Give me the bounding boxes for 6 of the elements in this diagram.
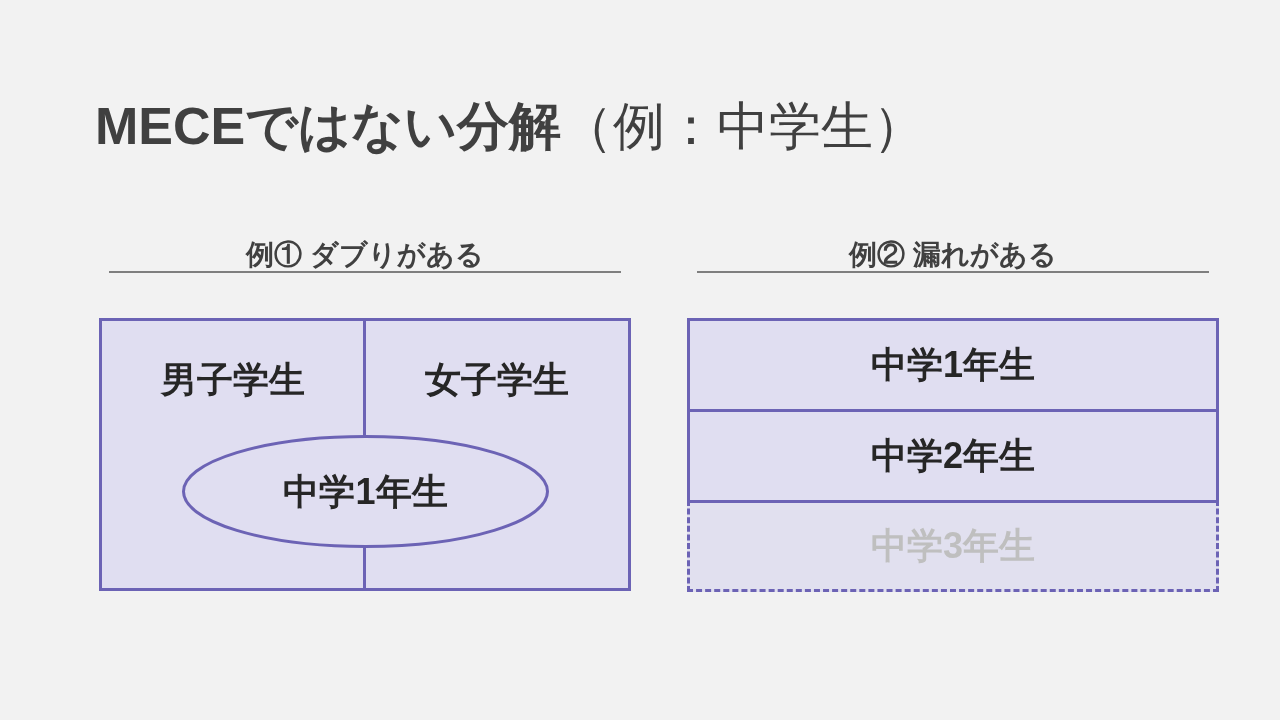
title: MECEではない分解（例：中学生） bbox=[95, 99, 926, 153]
category-ellipse: 中学1年生 bbox=[182, 435, 549, 548]
section-heading: 例① ダブりがある bbox=[246, 240, 484, 270]
section-heading: 例② 漏れがある bbox=[849, 240, 1057, 270]
category-box: 中学1年生 bbox=[687, 318, 1219, 412]
category-box: 中学2年生 bbox=[687, 409, 1219, 503]
